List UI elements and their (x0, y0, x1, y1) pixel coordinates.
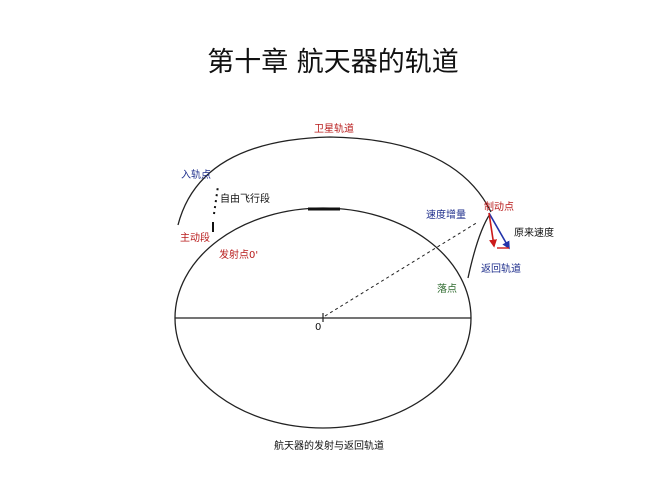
original-velocity-arrow (488, 212, 510, 250)
satellite-orbit-arc (177, 136, 492, 226)
label-free-flight-segment: 自由飞行段 (220, 192, 270, 205)
return-orbit-path (467, 213, 491, 279)
label-original-velocity: 原来速度 (514, 226, 554, 239)
slide-title: 第十章 航天器的轨道 (207, 47, 459, 78)
label-satellite-orbit: 卫星轨道 (314, 122, 354, 135)
velocity-increment-arrow (488, 212, 497, 248)
label-launch-point: 发射点0' (219, 248, 258, 261)
diagram-caption: 航天器的发射与返回轨道 (274, 439, 384, 452)
label-landing-point: 落点 (437, 283, 457, 295)
label-center: 0 (315, 322, 321, 333)
label-orbit-insertion-point: 入轨点 (181, 168, 211, 181)
free-flight-path (213, 185, 219, 215)
label-velocity-increment: 速度增量 (426, 208, 466, 221)
label-braking-point: 制动点 (484, 200, 514, 213)
label-powered-segment: 主动段 (180, 231, 210, 244)
label-return-orbit: 返回轨道 (481, 262, 521, 275)
